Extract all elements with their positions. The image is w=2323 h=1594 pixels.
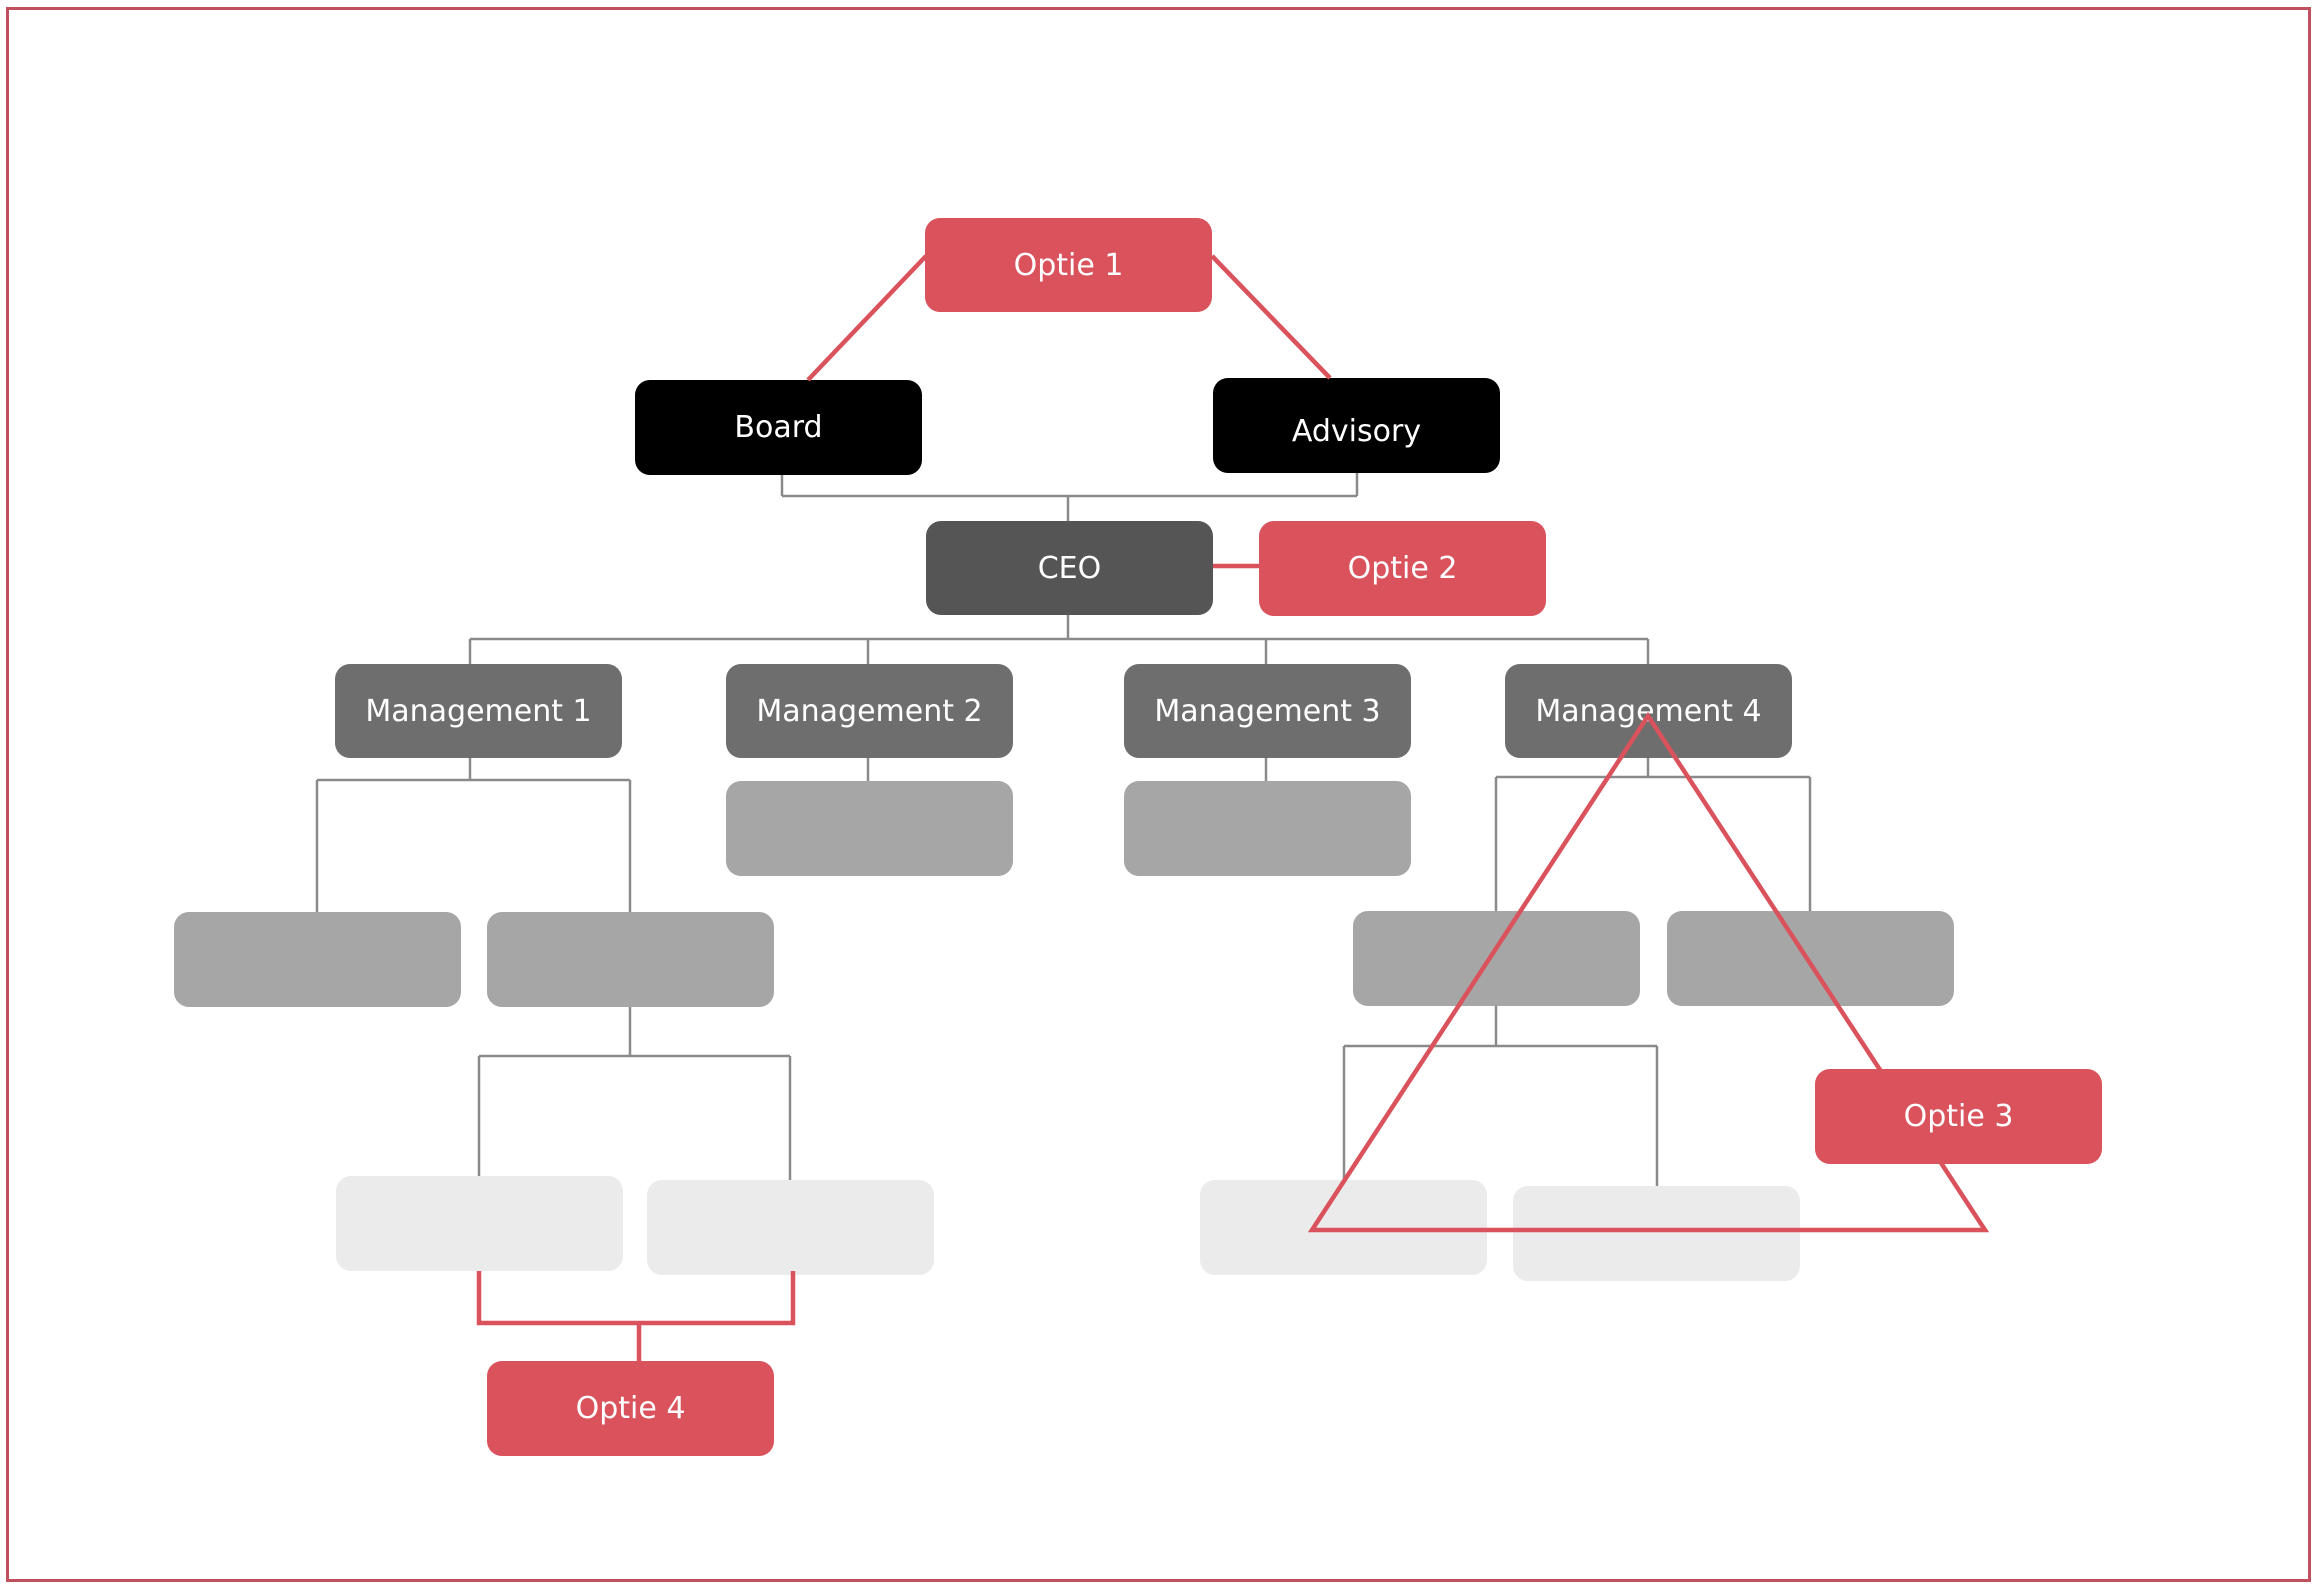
optie3-triangle (1307, 711, 1990, 1233)
ceo-node: CEO (926, 521, 1213, 615)
management4-node: Management 4 (1505, 664, 1792, 758)
advisory-node: Advisory (1213, 378, 1500, 473)
empty-node (726, 781, 1013, 876)
optie2-label: Optie 2 (1347, 551, 1458, 586)
management1-node: Management 1 (335, 664, 622, 758)
optie3-node: Optie 3 (1815, 1069, 2102, 1164)
optie1-connector (1210, 254, 1332, 380)
optie2-node: Optie 2 (1259, 521, 1546, 616)
management4-label: Management 4 (1535, 693, 1762, 729)
empty-node (487, 912, 774, 1007)
empty-node (647, 1180, 934, 1275)
advisory-label: Advisory (1291, 414, 1422, 449)
management3-label: Management 3 (1154, 693, 1381, 729)
management3-node: Management 3 (1124, 664, 1411, 758)
optie1-node: Optie 1 (925, 218, 1212, 312)
optie4-bracket (476, 1271, 796, 1326)
empty-node (1200, 1180, 1487, 1275)
board-label: Board (734, 410, 823, 445)
management1-label: Management 1 (365, 693, 592, 729)
ceo-label: CEO (1037, 550, 1102, 586)
empty-node (174, 912, 461, 1007)
empty-node (1124, 781, 1411, 876)
board-node: Board (635, 380, 922, 475)
diagram-frame (6, 7, 2311, 1582)
optie4-node: Optie 4 (487, 1361, 774, 1456)
optie3-label: Optie 3 (1903, 1099, 2014, 1134)
optie1-label: Optie 1 (1013, 247, 1124, 283)
management2-node: Management 2 (726, 664, 1013, 758)
empty-node (336, 1176, 623, 1271)
management2-label: Management 2 (756, 693, 983, 729)
optie4-label: Optie 4 (575, 1391, 686, 1426)
optie1-connector (806, 254, 928, 382)
empty-node (1667, 911, 1954, 1006)
empty-node (1513, 1186, 1800, 1281)
empty-node (1353, 911, 1640, 1006)
